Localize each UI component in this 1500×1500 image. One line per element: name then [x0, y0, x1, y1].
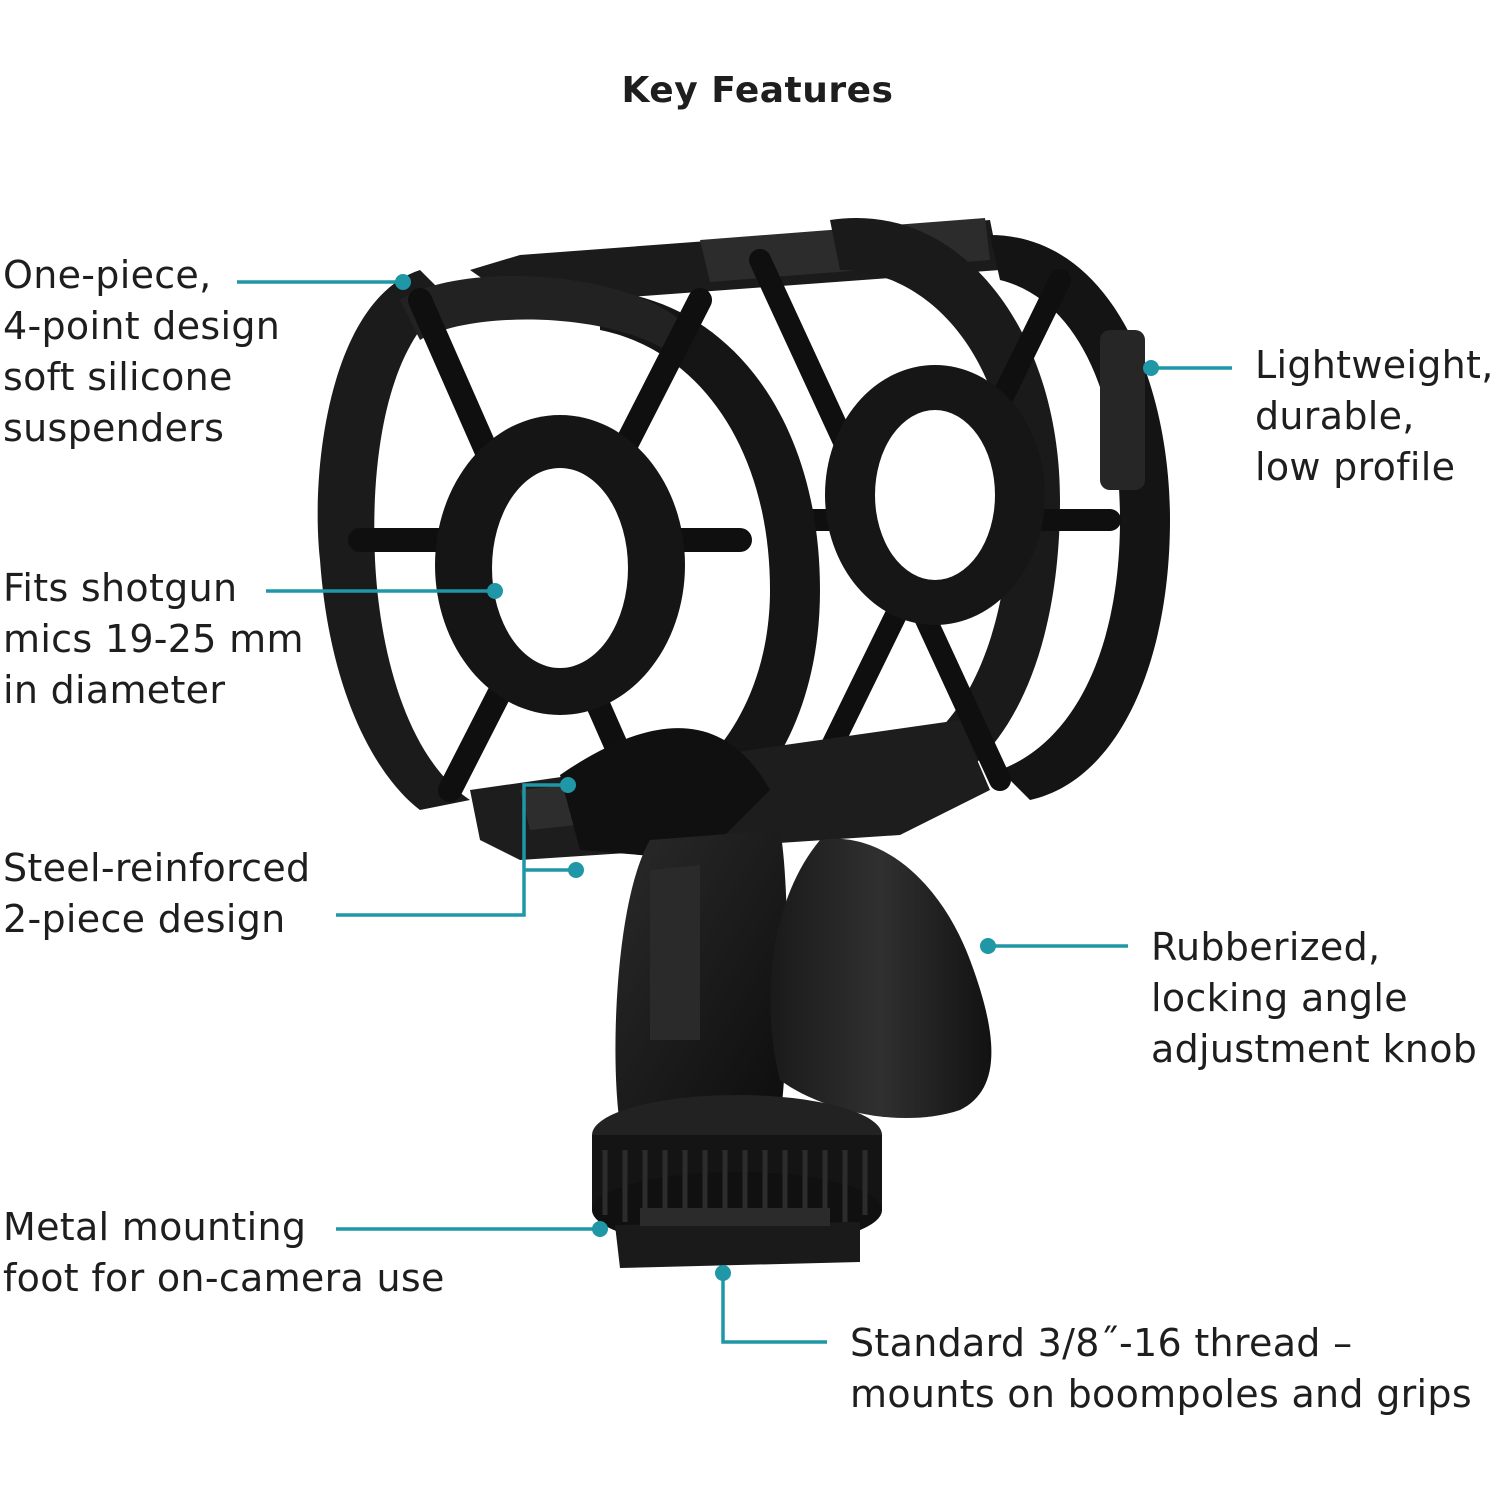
callout-dot-fits-shotgun [487, 583, 503, 599]
feature-label-lightweight: Lightweight, durable, low profile [1255, 340, 1494, 493]
callout-dot-suspenders [395, 274, 411, 290]
feature-line: Lightweight, [1255, 343, 1494, 387]
feature-label-suspenders: One-piece, 4-point design soft silicone … [3, 250, 280, 454]
feature-line: 2-piece design [3, 897, 286, 941]
feature-line: suspenders [3, 406, 225, 450]
feature-line: adjustment knob [1151, 1027, 1478, 1071]
feature-label-fits-shotgun: Fits shotgun mics 19-25 mm in diameter [3, 563, 304, 716]
feature-line: foot for on-camera use [3, 1256, 445, 1300]
feature-line: Standard 3/8˝-16 thread – [850, 1321, 1353, 1365]
feature-line: Fits shotgun [3, 566, 238, 610]
feature-line: One-piece, [3, 253, 212, 297]
leader-line-steel-reinforced [336, 783, 576, 917]
feature-line: mounts on boompoles and grips [850, 1372, 1472, 1416]
feature-line: low profile [1255, 445, 1456, 489]
mounting-foot [615, 1208, 860, 1268]
feature-label-thread: Standard 3/8˝-16 thread – mounts on boom… [850, 1318, 1472, 1420]
callout-dot-steel-lower [568, 862, 584, 878]
feature-line: 4-point design [3, 304, 281, 348]
feature-line: soft silicone [3, 355, 233, 399]
swivel-post [615, 830, 788, 1125]
page-title: Key Features [621, 70, 894, 111]
callout-dot-thread [715, 1265, 731, 1281]
feature-line: in diameter [3, 668, 226, 712]
leader-line-thread [721, 1273, 827, 1344]
feature-line: Rubberized, [1151, 925, 1381, 969]
callout-dot-lightweight [1143, 360, 1159, 376]
callout-dot-steel-upper [560, 777, 576, 793]
feature-line: locking angle [1151, 976, 1408, 1020]
callout-dot-knob [980, 938, 996, 954]
rear-cradle [749, 217, 1170, 800]
feature-line: Metal mounting [3, 1205, 307, 1249]
feature-label-steel-reinforced: Steel-reinforced 2-piece design [3, 843, 310, 945]
feature-line: Steel-reinforced [3, 846, 311, 890]
feature-label-metal-foot: Metal mounting foot for on-camera use [3, 1202, 445, 1304]
feature-line: durable, [1255, 394, 1415, 438]
front-cradle [317, 270, 820, 855]
locking-knob [770, 838, 992, 1119]
callout-dot-metal-foot [592, 1221, 608, 1237]
feature-label-knob: Rubberized, locking angle adjustment kno… [1151, 922, 1477, 1075]
feature-line: mics 19-25 mm [3, 617, 304, 661]
base-plate [470, 720, 990, 860]
